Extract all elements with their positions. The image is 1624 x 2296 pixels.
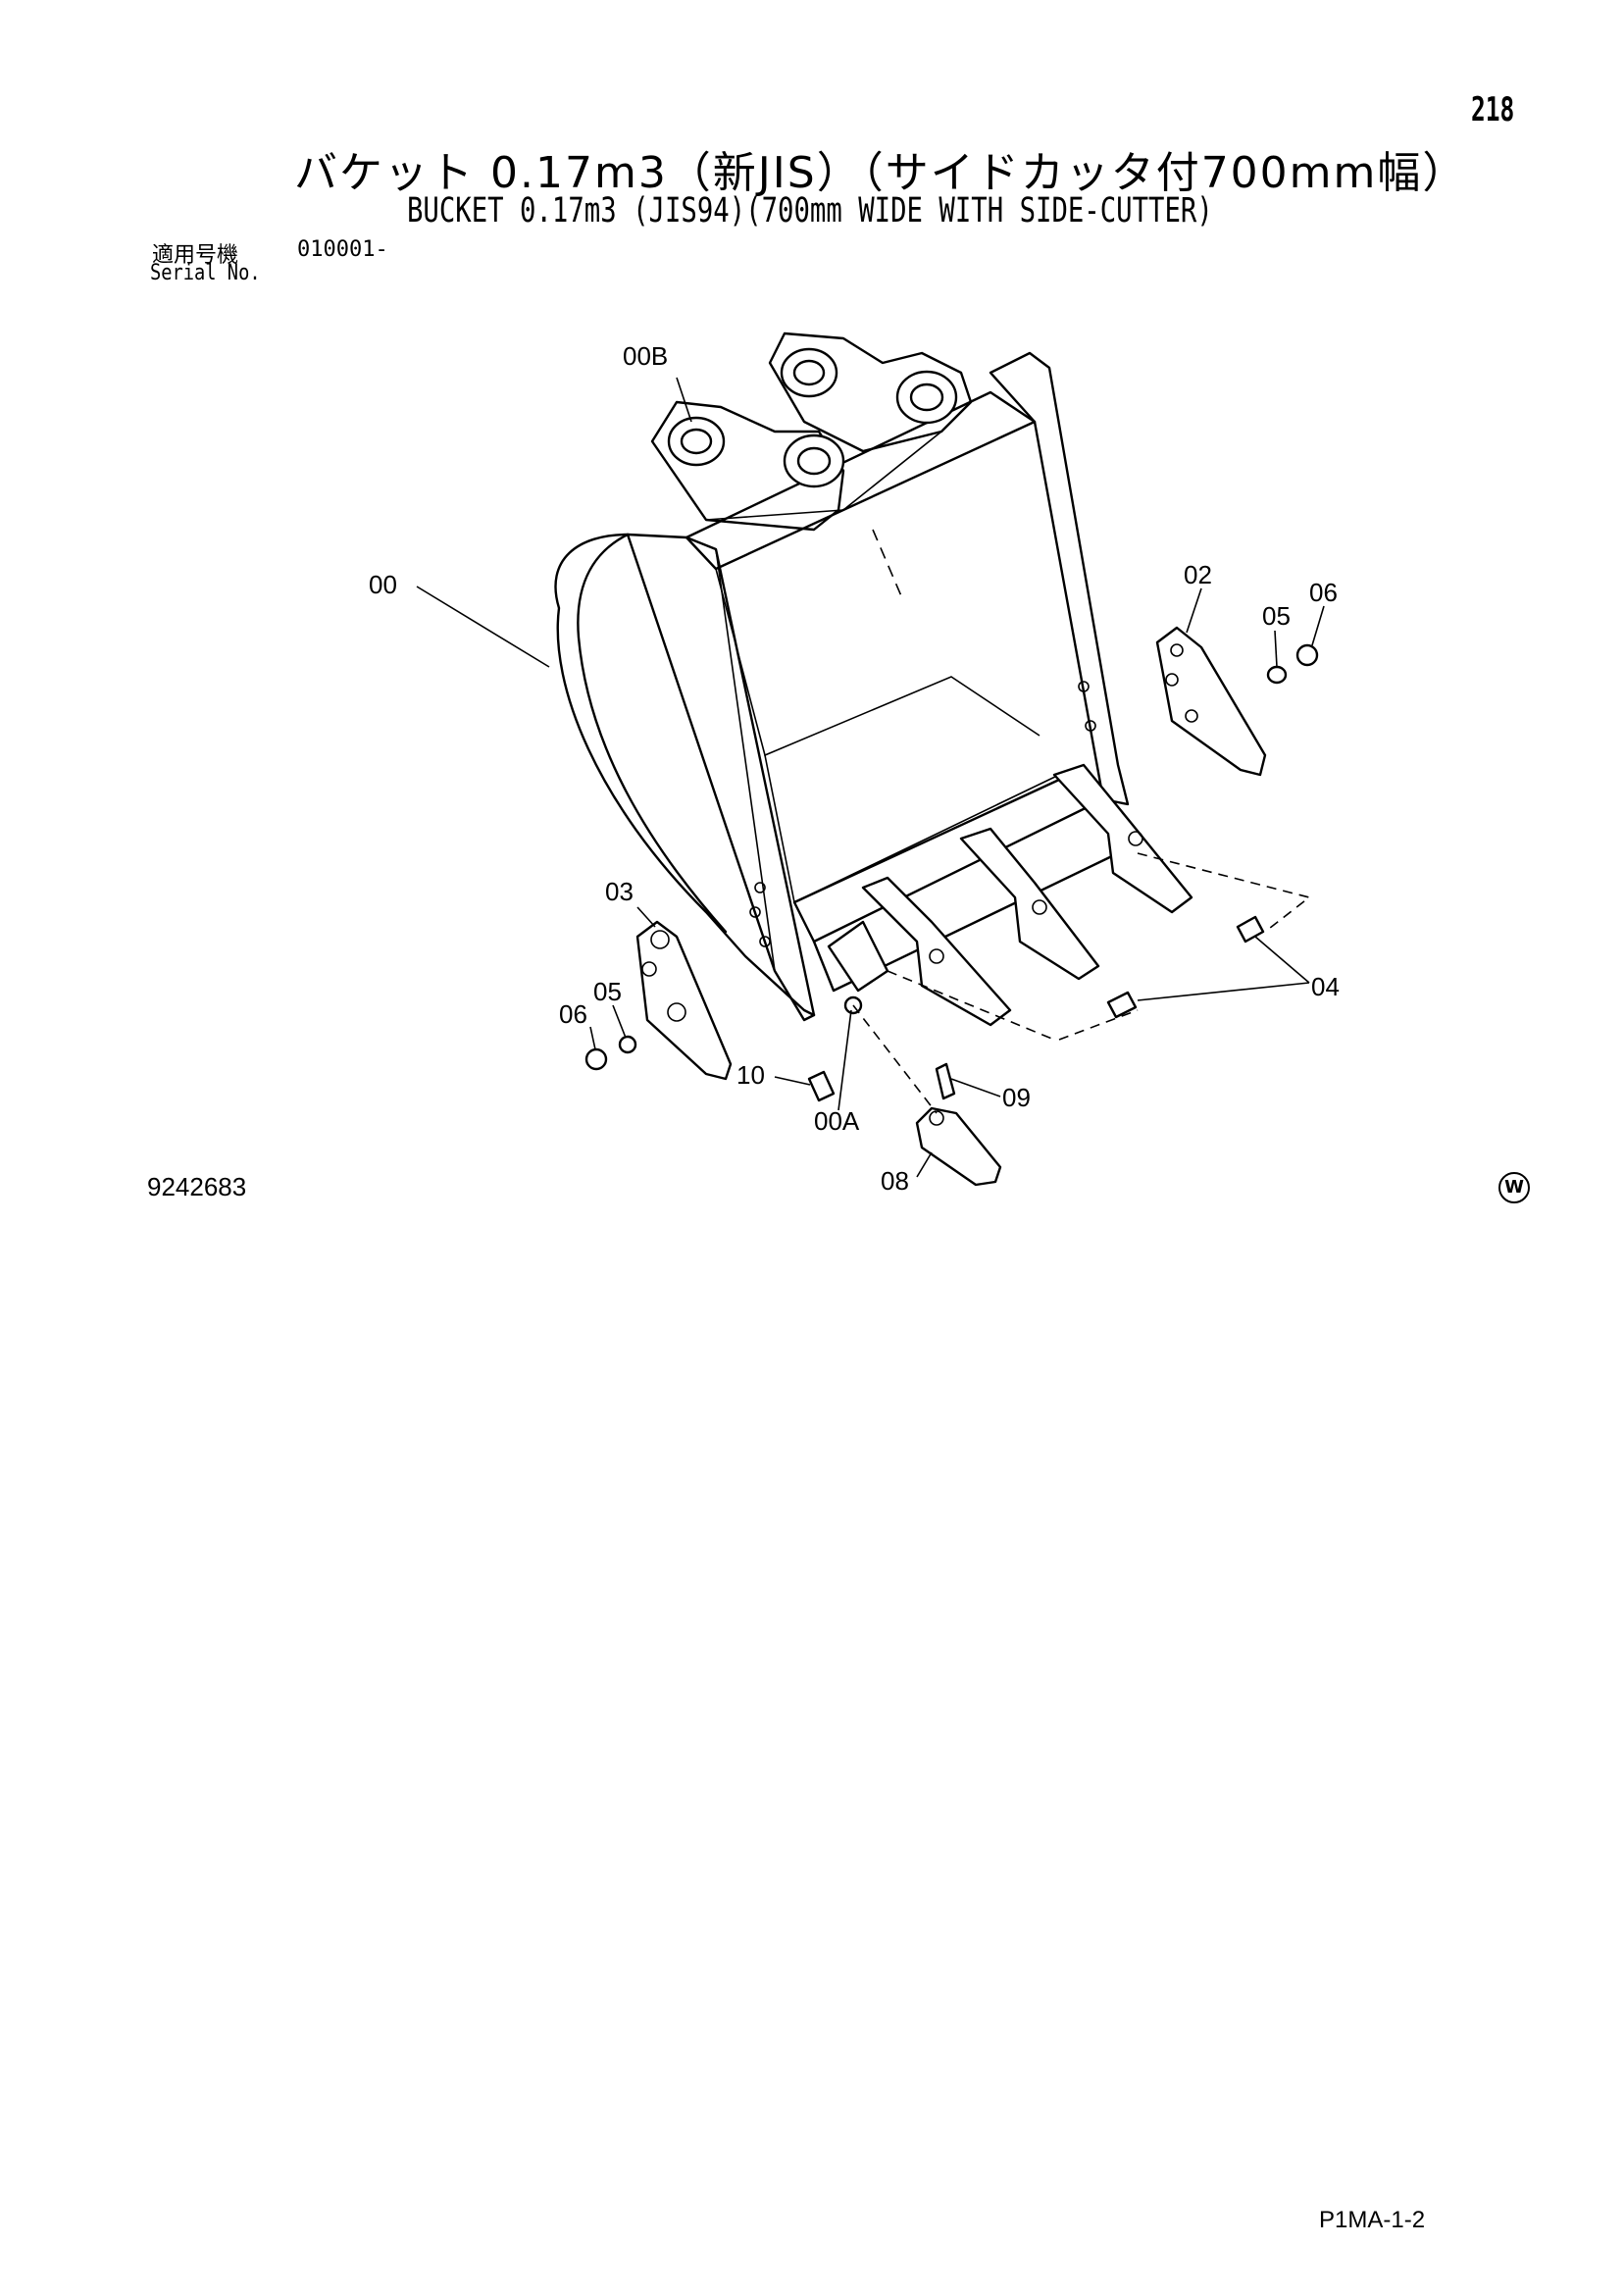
drawing-number: 9242683 <box>147 1172 247 1201</box>
teeth-row <box>827 763 1193 1027</box>
nut-right <box>1295 643 1319 667</box>
callout-00: 00 <box>369 570 397 599</box>
washer-left <box>618 1035 637 1054</box>
tooth-adapter-1 <box>827 920 889 1015</box>
bolt-right <box>1236 915 1265 944</box>
side-cutter-left <box>635 920 733 1081</box>
pin-boss-4 <box>895 370 958 425</box>
right-side-plate <box>989 351 1130 806</box>
tooth-3 <box>959 827 1100 981</box>
bucket-shell-outline <box>554 533 816 1017</box>
callout-06-left: 06 <box>559 999 587 1029</box>
bucket-shell-inner <box>577 533 728 934</box>
bucket-body <box>554 351 1130 1022</box>
page-code: P1MA-1-2 <box>1319 2207 1426 2233</box>
callout-09: 09 <box>1002 1083 1031 1112</box>
callout-05-right: 05 <box>1262 601 1291 631</box>
assembly-line-bolts <box>887 852 1311 1041</box>
title-japanese: バケット 0.17m3（新JIS）（サイドカッタ付700mm幅） <box>294 148 1468 198</box>
callout-04: 04 <box>1311 972 1340 1001</box>
front-bracket-plate <box>768 332 973 453</box>
left-side-plate <box>626 533 816 1022</box>
side-cutter-right <box>1155 626 1267 777</box>
callout-03: 03 <box>605 877 634 906</box>
bolt-lower <box>1106 991 1138 1019</box>
pin-09 <box>935 1062 956 1100</box>
callout-00A: 00A <box>814 1106 860 1136</box>
serial-label-english: Serial No. <box>150 261 261 285</box>
watermark-logo: W <box>1498 1172 1530 1203</box>
pin-boss-1 <box>667 416 726 467</box>
top-rim <box>685 390 1037 571</box>
tooth-4 <box>1052 763 1193 914</box>
pin-boss-3 <box>780 347 838 398</box>
leader-lines <box>416 377 1325 1178</box>
washer-right <box>1266 665 1288 685</box>
pin-bracket <box>650 332 973 532</box>
title-english: BUCKET 0.17m3 (JIS94)(700mm WIDE WITH SI… <box>407 191 1213 230</box>
pin-10 <box>807 1070 836 1102</box>
callout-05-left: 05 <box>593 977 622 1006</box>
callout-10: 10 <box>736 1060 765 1090</box>
page-number: 218 <box>1471 90 1515 129</box>
pin-boss-2 <box>783 434 845 488</box>
tooth-2 <box>861 876 1012 1027</box>
serial-label-japanese: 適用号機 <box>152 243 239 268</box>
nut-left <box>584 1047 608 1071</box>
callout-00B: 00B <box>623 341 668 371</box>
callout-06-right: 06 <box>1309 578 1338 607</box>
callout-08: 08 <box>881 1166 909 1196</box>
callout-02: 02 <box>1184 560 1212 589</box>
serial-value: 010001- <box>297 237 388 262</box>
